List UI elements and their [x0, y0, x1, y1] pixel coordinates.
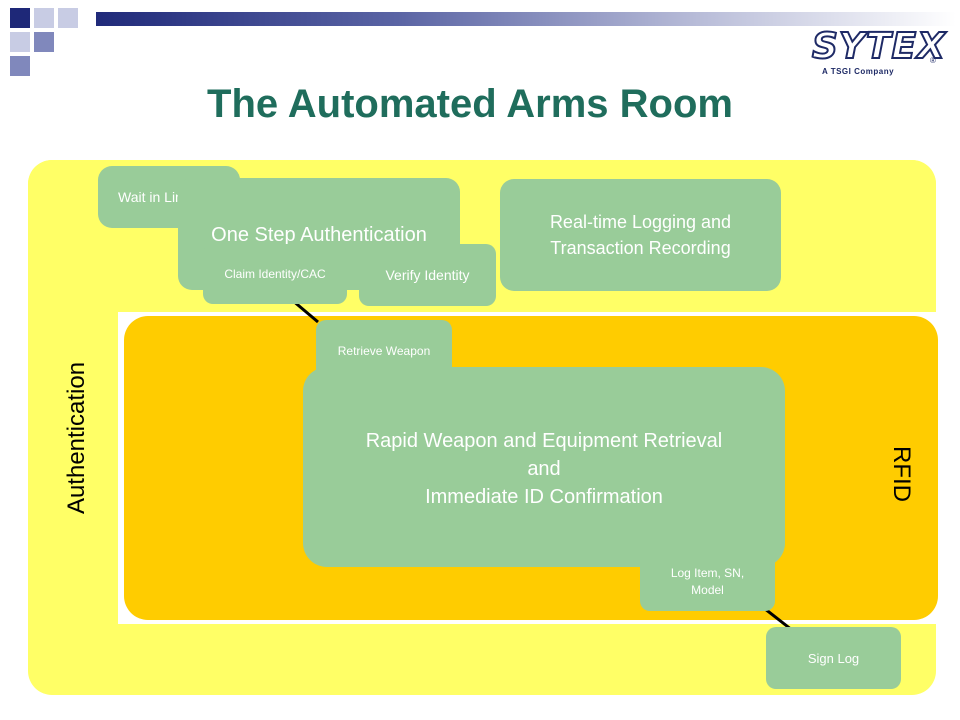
authentication-label: Authentication — [63, 361, 90, 515]
retrieve-weapon-label: Retrieve Weapon — [337, 344, 431, 358]
sign-log-step: Sign Log — [766, 627, 901, 689]
one-step-authentication-label: One Step Authentication — [211, 224, 427, 246]
corner-square — [34, 32, 54, 52]
claim-identity-step: Claim Identity/CAC — [203, 244, 347, 304]
log-item-label: Log Item, SN, Model — [670, 566, 745, 597]
corner-square — [10, 56, 30, 76]
page-title: The Automated Arms Room — [207, 82, 733, 126]
rapid-retrieval-line-2: and — [527, 458, 561, 480]
corner-square — [10, 32, 30, 52]
wait-in-line-label: Wait in Line — [118, 189, 191, 205]
claim-identity-label: Claim Identity/CAC — [224, 267, 326, 281]
realtime-logging-step: Real-time Logging and Transaction Record… — [500, 179, 781, 291]
rfid-label: RFID — [888, 446, 915, 502]
verify-identity-label: Verify Identity — [385, 267, 470, 283]
header-gradient-bar — [96, 12, 956, 26]
verify-identity-step: Verify Identity — [359, 244, 496, 306]
logo-subtitle: A TSGI Company — [822, 67, 895, 76]
rapid-retrieval-line-3: Immediate ID Confirmation — [425, 486, 663, 508]
logo-registered-mark: ® — [930, 56, 936, 65]
corner-square — [10, 8, 30, 28]
sign-log-label: Sign Log — [807, 650, 860, 666]
rapid-retrieval-step: Rapid Weapon and Equipment Retrieval and… — [303, 367, 785, 567]
rapid-retrieval-line-1: Rapid Weapon and Equipment Retrieval — [365, 430, 723, 452]
corner-square — [34, 8, 54, 28]
realtime-logging-label: Real-time Logging and Transaction Record… — [549, 212, 732, 258]
corner-square — [58, 8, 78, 28]
logo: SYTEX — [811, 25, 946, 68]
